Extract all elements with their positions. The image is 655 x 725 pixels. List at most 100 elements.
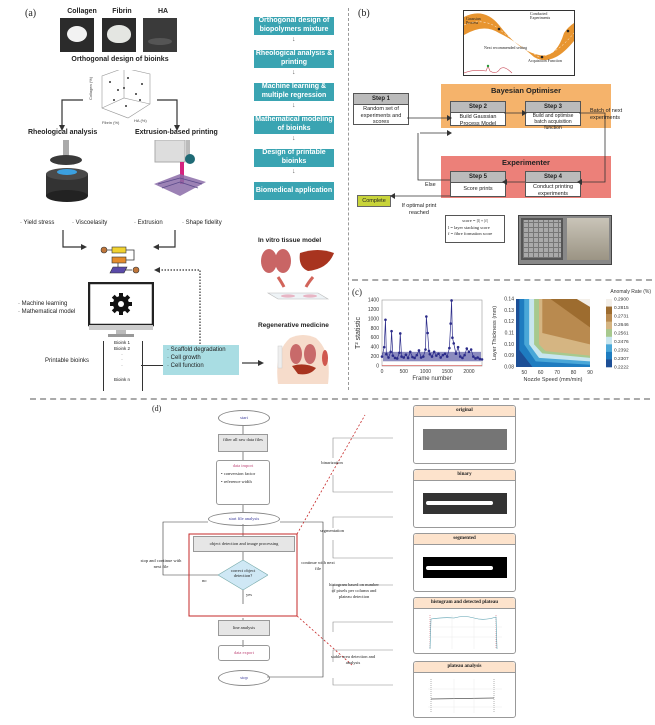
data-point (449, 322, 452, 325)
divider-bc (352, 279, 652, 281)
image-panel-plateau: plateau analysis (413, 661, 516, 718)
colorbar-tick-label: 0.2307 (614, 356, 629, 362)
colorbar-tick-label: 0.2561 (614, 331, 629, 337)
feedback-dotted-arrow (154, 267, 201, 344)
colorbar-segment (606, 336, 612, 345)
step-body: Conduct printing experiments (532, 184, 574, 197)
step-label: segmentation (320, 528, 344, 533)
step-header: Step 2 (451, 102, 505, 113)
image-panel-histogram: histogram and detected plateau (413, 597, 516, 654)
x-tick-label: 90 (587, 370, 593, 376)
data-point (382, 345, 386, 349)
material-label: HA (157, 8, 169, 15)
data-point (452, 342, 456, 345)
step-body: Build Gaussian Process Model (459, 114, 497, 127)
down-arrow-icon: ↓ (292, 168, 296, 175)
rheometer-illustration (46, 140, 88, 202)
x-tick-label: 50 (521, 370, 527, 376)
divider-vertical (348, 8, 349, 390)
x-tick-label: 1500 (442, 369, 453, 375)
workflow-step: Orthogonal design of biopolymers mixture (254, 17, 334, 35)
bioink-bracket (103, 341, 143, 391)
y-axis-label: Layer Thickness (mm) (492, 306, 498, 360)
y-tick-label: 0.08 (504, 365, 514, 371)
regenerative-illustration (277, 335, 329, 384)
model-item: · Mathematical model (18, 309, 76, 316)
x-axis-label: Frame number (412, 376, 451, 382)
colorbar-segment (606, 329, 612, 338)
else-label: Else (425, 182, 436, 188)
y-tick-label: 0 (376, 364, 379, 370)
y-tick-label: 0.10 (504, 342, 514, 348)
x-tick-label: 70 (554, 370, 560, 376)
score-line: f = fibre formation score (448, 231, 493, 237)
data-point (424, 348, 427, 351)
binary-image (422, 493, 507, 514)
printing-title: Extrusion-based printing (135, 129, 218, 136)
y-tick-label: 0.13 (504, 308, 514, 314)
down-arrow-icon: ↓ (292, 135, 296, 142)
step-body: Build and optimise batch acquisition fun… (532, 113, 574, 131)
y-tick-label: 1200 (368, 307, 379, 313)
y-tick-label: 800 (371, 326, 380, 332)
merge-arrows (62, 230, 176, 250)
data-point (390, 329, 393, 333)
bioink-list: Bioink 1 Bioink 2 · · · Bioink n (103, 340, 141, 383)
y-tick-label: 200 (371, 354, 380, 360)
data-point (451, 336, 454, 340)
data-point (417, 349, 421, 352)
orthogonal-design-title: Orthogonal design of bioinks (71, 56, 169, 63)
axis-label: Fibrin (%) (102, 120, 120, 125)
collagen-photo (60, 18, 94, 52)
model-item: · Machine learning (18, 301, 68, 307)
workflow-step: Design of printable bioinks (254, 149, 334, 167)
histogram-plot (428, 615, 502, 650)
algorithm-flow-icon (100, 246, 140, 274)
colorbar-segment (606, 314, 612, 322)
step-body: Score prints (463, 186, 493, 192)
processing-connectors (332, 437, 393, 686)
panel-header: segmented (414, 534, 515, 545)
panel-header: original (414, 406, 515, 417)
branch-arrows (59, 99, 180, 131)
data-point (398, 332, 402, 335)
bioink-item: · (121, 351, 123, 357)
optimal-label: If optimal print reached (401, 203, 437, 216)
data-point (380, 355, 384, 358)
colorbar-tick-label: 0.2476 (614, 339, 629, 345)
printer-photo (567, 218, 609, 260)
colorbar-title: Anomaly Rate (%) (610, 289, 651, 295)
flow-start-analysis: start file analysis (208, 512, 280, 526)
in-vitro-title: In vitro tissue model (258, 237, 322, 244)
flowchart-lines (162, 414, 366, 678)
stop-continue-label: stop and continue with next file (140, 558, 182, 569)
y-tick-label: 0.14 (504, 297, 514, 303)
outcome-item: · Scaffold degradation (167, 347, 226, 353)
connector-line (141, 365, 163, 366)
material-label: Collagen (67, 8, 97, 15)
data-point (480, 358, 484, 361)
data-point (425, 315, 428, 318)
gp-curve-plot (463, 13, 575, 74)
y-tick-label: 400 (371, 345, 380, 351)
rheology-title: Rheological analysis (28, 129, 98, 136)
ha-photo (143, 18, 177, 52)
bioink-item: Bioink 2 (113, 345, 130, 351)
complete-box: Complete (357, 195, 391, 207)
import-bullet: reference width (223, 479, 252, 484)
panel-header: plateau analysis (414, 662, 515, 673)
x-axis-label: Nozzle Speed (mm/min) (524, 377, 583, 383)
flow-filter: filter all raw data files (218, 434, 268, 452)
y-axis-label: T² statistic (355, 317, 362, 349)
flow-stop: stop (218, 670, 270, 686)
step-header: Step 3 (526, 102, 580, 113)
flow-detect: object detection and image processing (193, 536, 295, 552)
no-label: no (202, 578, 207, 583)
flow-decision (218, 560, 268, 590)
step-label: binarization (321, 460, 343, 465)
continue-label: continue with next file (301, 560, 335, 571)
y-tick-label: 0.11 (505, 331, 515, 337)
panel-header: binary (414, 470, 515, 481)
optimiser-title: Bayesian Optimiser (490, 86, 562, 95)
